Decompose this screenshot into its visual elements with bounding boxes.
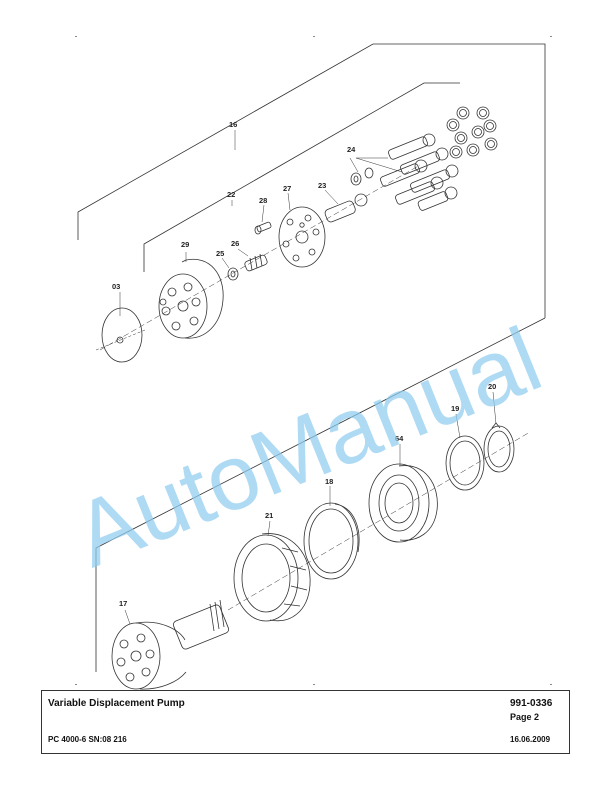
label-27: 27 — [283, 184, 291, 193]
page-number: Page 2 — [510, 712, 540, 722]
label-29: 29 — [181, 240, 189, 249]
label-24: 24 — [347, 145, 356, 154]
spring-26 — [244, 253, 268, 272]
valve-plate-03 — [95, 307, 146, 363]
document-date: 16.06.2009 — [510, 735, 551, 744]
piston-washers — [350, 167, 374, 186]
title-block: Variable Displacement Pump 991-0336 Page… — [41, 690, 570, 754]
center-axis-lines — [99, 164, 531, 611]
cylinder-block-29 — [158, 258, 224, 339]
model-serial: PC 4000-6 SN:08 216 — [48, 735, 127, 744]
corner-tick — [550, 684, 552, 685]
label-17: 17 — [119, 599, 127, 608]
label-20: 20 — [488, 382, 496, 391]
drive-shaft-17 — [111, 599, 229, 690]
pistons-group — [380, 133, 459, 211]
label-23: 23 — [318, 181, 326, 190]
seal-ring-18 — [303, 502, 360, 580]
bolt-28 — [254, 221, 272, 235]
label-19: 19 — [451, 404, 459, 413]
drawing-title: Variable Displacement Pump — [48, 698, 185, 709]
label-21: 21 — [265, 511, 273, 520]
ring-19 — [445, 435, 485, 491]
assembly-bracket-lower — [95, 317, 546, 672]
bearing-64 — [368, 463, 438, 543]
assembly-bracket-16 — [77, 43, 546, 318]
roller-bearing-21 — [233, 533, 311, 622]
label-18: 18 — [325, 477, 333, 486]
label-64: 64 — [395, 434, 404, 443]
corner-tick — [75, 684, 77, 685]
assembly-bracket-22 — [143, 82, 460, 272]
leader-lines — [119, 157, 497, 625]
corner-tick — [313, 36, 315, 37]
snap-ring-20 — [483, 422, 515, 473]
center-shaft-23 — [324, 193, 368, 223]
label-25: 25 — [216, 249, 224, 258]
label-26: 26 — [231, 239, 239, 248]
washer-25 — [227, 267, 239, 281]
document-number: 991-0336 — [510, 698, 553, 709]
part-labels: 16 22 24 28 27 23 29 25 26 03 20 19 64 1… — [112, 120, 496, 608]
label-28: 28 — [259, 196, 267, 205]
label-16: 16 — [229, 120, 237, 129]
corner-tick — [550, 36, 552, 37]
corner-tick — [75, 36, 77, 37]
retaining-plate-27 — [278, 206, 326, 268]
retainer-pads-group — [446, 106, 498, 159]
label-03: 03 — [112, 282, 120, 291]
corner-tick — [313, 684, 315, 685]
label-22: 22 — [227, 190, 235, 199]
